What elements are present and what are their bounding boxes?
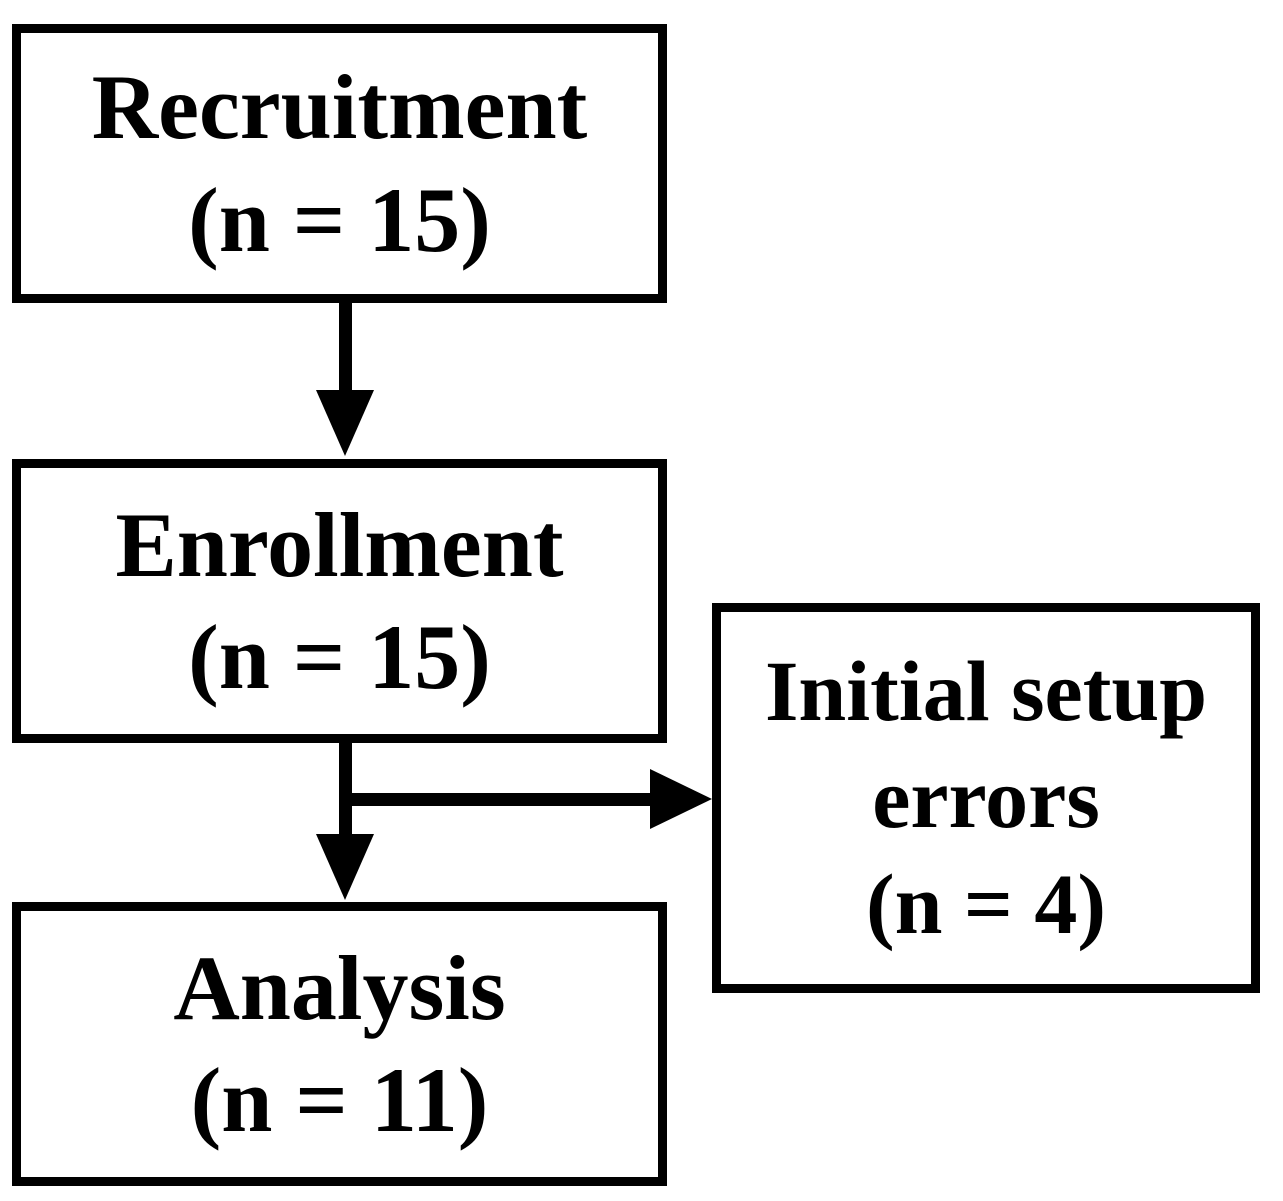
box-initial-setup-errors-count: (n = 4) <box>865 856 1107 953</box>
box-enrollment-count: (n = 15) <box>188 606 491 708</box>
box-analysis-title: Analysis <box>173 936 506 1039</box>
box-enrollment-title: Enrollment <box>115 493 564 596</box>
arrow-right-head-icon <box>650 769 712 829</box>
box-analysis: Analysis (n = 11) <box>12 902 667 1186</box>
arrow-down-head-icon <box>316 390 374 456</box>
arrow-shaft <box>339 742 352 836</box>
box-initial-setup-errors-line2: errors <box>872 749 1100 846</box>
box-enrollment: Enrollment (n = 15) <box>12 459 667 743</box>
arrow-down-head-icon <box>316 834 374 900</box>
box-recruitment-count: (n = 15) <box>188 168 491 271</box>
box-analysis-count: (n = 11) <box>190 1049 489 1151</box>
box-recruitment: Recruitment (n = 15) <box>12 24 667 303</box>
box-recruitment-title: Recruitment <box>91 56 588 159</box>
arrow-shaft <box>345 793 653 806</box>
box-initial-setup-errors: Initial setup errors (n = 4) <box>712 603 1260 993</box>
box-initial-setup-errors-line1: Initial setup <box>764 643 1208 740</box>
arrow-shaft <box>339 302 352 392</box>
